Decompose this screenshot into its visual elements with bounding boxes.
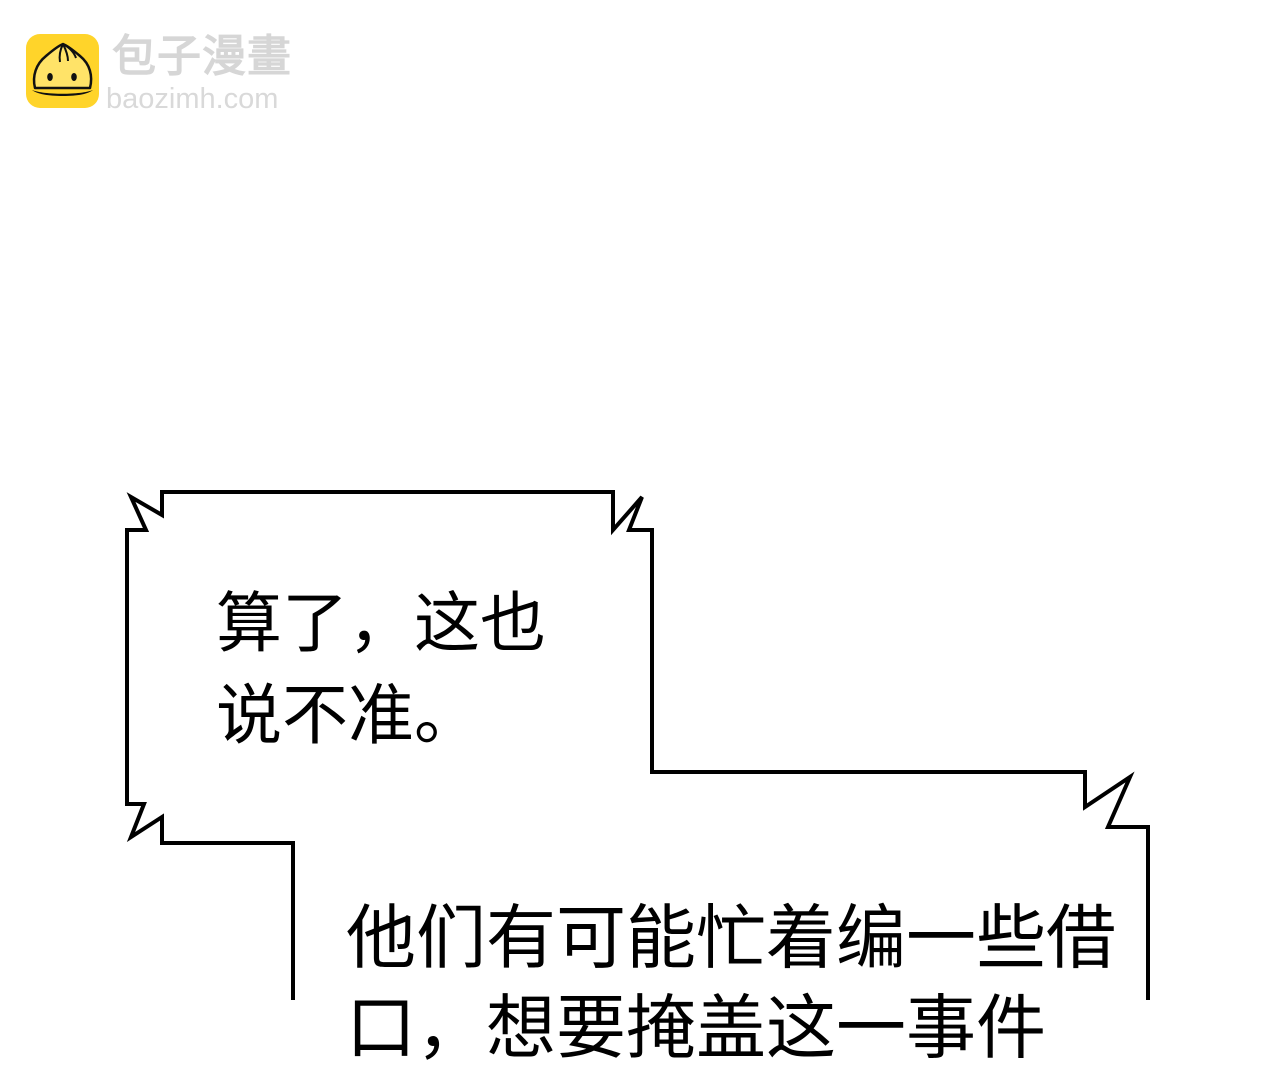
speech-bubbles (125, 490, 1150, 1000)
bubble-2-line-1: 他们有可能忙着编一些借 (346, 897, 1116, 979)
watermark: 包子漫畫 baozimh.com (26, 31, 326, 115)
speech-bubble-1: 算了，这也 说不准。 (216, 578, 546, 762)
speech-bubble-2: 他们有可能忙着编一些借 口，想要掩盖这一事件 (346, 893, 1116, 1073)
bubble-1-line-1: 算了，这也 (216, 585, 546, 662)
speech-bubble-1-outline (125, 490, 1150, 1000)
brand-name: 包子漫畫 (112, 31, 292, 82)
steamed-bun-icon (26, 34, 99, 108)
brand-url: baozimh.com (106, 83, 279, 115)
bubble-2-line-2: 口，想要掩盖这一事件 (346, 987, 1046, 1069)
bubble-1-line-2: 说不准。 (216, 677, 480, 754)
